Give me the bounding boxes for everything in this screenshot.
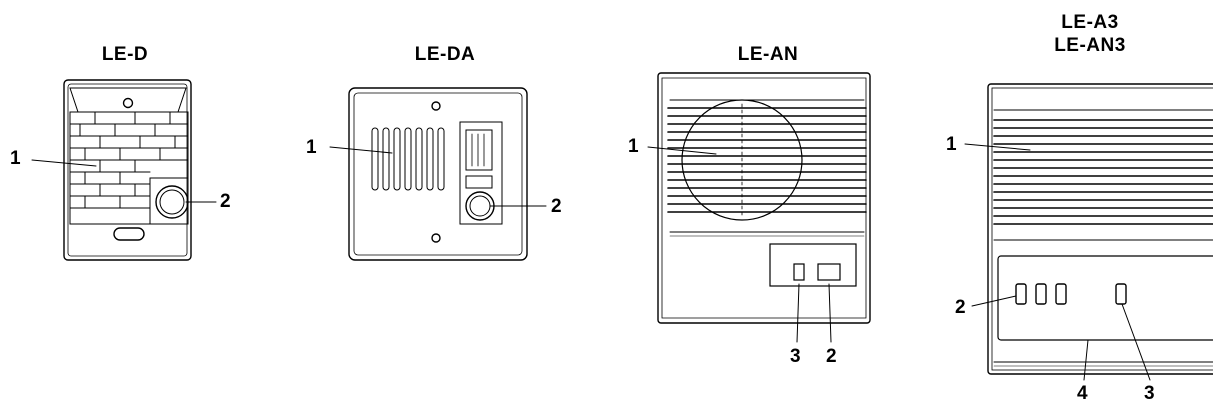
device-title-le-an: LE-AN [737,44,799,65]
switch-panel [997,255,1213,341]
callout-le-da-2: 2 [551,196,562,217]
callout-le-a3-2: 2 [955,297,966,318]
callout-le-an-3: 3 [790,346,801,367]
name-window [465,129,493,171]
device-le-da [329,87,547,261]
device-title-le-da: LE-DA [414,44,476,65]
control-panel [459,121,503,225]
speaker-cone-icon [681,99,803,221]
bottom-slot [113,227,145,241]
toggle-switch [793,263,805,281]
speaker-grille-lines [667,107,867,213]
device-title-le-a3: LE-A3 [1061,12,1119,33]
station-switch-2 [1035,283,1047,305]
callout-le-a3-4: 4 [1077,383,1088,404]
call-button-icon [155,185,189,219]
device-title-le-d: LE-D [101,44,149,65]
callout-le-da-1: 1 [306,137,317,158]
talk-switch [1115,283,1127,305]
switch-panel [769,243,857,287]
device-le-d [31,79,217,261]
callout-le-a3-3: 3 [1144,383,1155,404]
screw-icon [431,233,441,243]
vent-slots [371,127,445,191]
screw-icon [431,101,441,111]
device-le-a3 [987,83,1213,375]
station-switch-3 [1055,283,1067,305]
callout-le-an-2: 2 [826,346,837,367]
callout-le-d-1: 1 [10,148,21,169]
speaker-grille-brick [69,111,189,209]
callout-le-an-1: 1 [628,136,639,157]
station-switch-1 [1015,283,1027,305]
device-title-le-an3: LE-AN3 [1054,35,1126,56]
device-le-an [647,72,871,343]
screw-icon [122,97,134,109]
speaker-grille-lines [993,119,1213,225]
callout-le-a3-1: 1 [946,134,957,155]
push-switch [817,263,841,281]
callout-le-d-2: 2 [220,191,231,212]
